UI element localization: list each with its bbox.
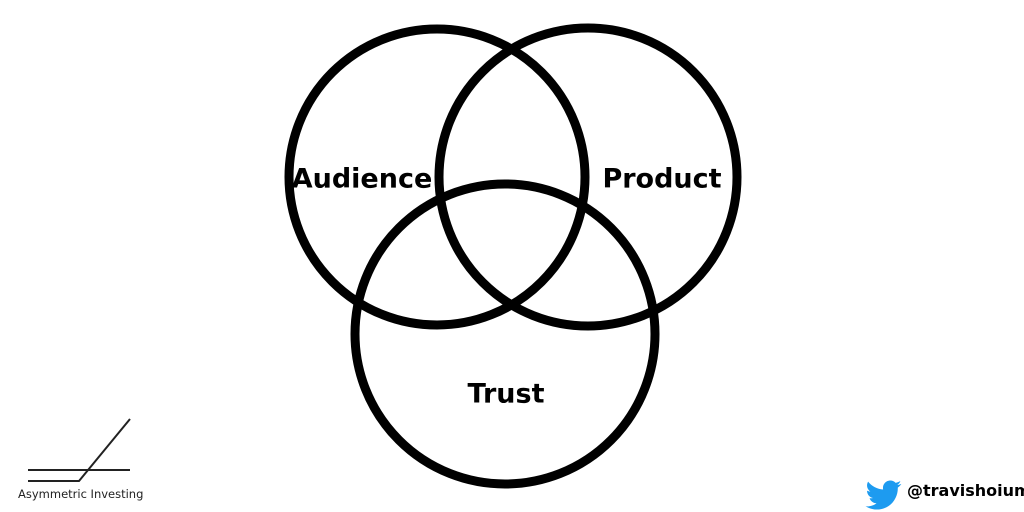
label-product: Product [602,163,722,195]
circle-audience [284,24,590,330]
twitter-bird-icon [865,480,902,510]
twitter-handle[interactable]: @travishoium [907,481,1024,500]
label-audience: Audience [291,163,433,195]
label-trust: Trust [467,378,545,410]
circle-trust [350,179,660,489]
brand-name: Asymmetric Investing [18,487,144,501]
circle-product [434,23,742,331]
brand-logo-icon [28,418,131,482]
